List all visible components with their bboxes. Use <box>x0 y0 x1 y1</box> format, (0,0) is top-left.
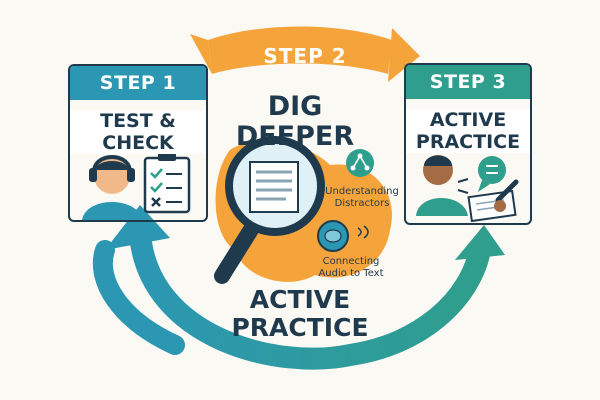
step3-card: STEP 3 ACTIVE PRACTICE <box>404 63 532 225</box>
step3-title-line1: ACTIVE <box>429 109 507 131</box>
step3-title: ACTIVE PRACTICE <box>406 109 530 153</box>
speaking-person-icon <box>416 155 469 216</box>
step1-title: TEST & CHECK <box>70 110 206 154</box>
magnifying-glass-icon <box>214 136 325 284</box>
note-bottom-line2: Audio to Text <box>318 268 384 279</box>
arrowhead-up-left <box>105 205 170 250</box>
bottom-title: ACTIVE PRACTICE <box>210 286 390 342</box>
step1-label: STEP 1 <box>70 66 206 100</box>
cycle-arrow-left <box>92 240 185 355</box>
step1-title-line2: CHECK <box>102 132 174 154</box>
banner-tail <box>190 34 212 74</box>
step2-banner <box>208 26 392 74</box>
writing-hand-icon <box>467 179 519 223</box>
banner-arrowhead <box>388 28 420 82</box>
step1-card: STEP 1 TEST & CHECK <box>68 64 208 222</box>
speech-bubble-icon <box>478 156 506 192</box>
step2-label: STEP 2 <box>263 44 347 68</box>
note-bottom-line1: Connecting <box>322 256 380 267</box>
headphones-person-icon <box>82 155 142 220</box>
arrowhead-up-right <box>455 225 505 260</box>
step1-title-line1: TEST & <box>100 110 176 132</box>
step2-title-line2: DEEPER <box>235 121 355 152</box>
note-connecting-audio: Connecting Audio to Text <box>316 256 386 280</box>
step3-label: STEP 3 <box>406 65 530 99</box>
note-understanding-distractors: Understanding Distractors <box>322 186 402 210</box>
step2-title-line1: DIG <box>267 91 323 122</box>
step3-title-line2: PRACTICE <box>415 131 521 153</box>
step2-title: DIG DEEPER <box>220 92 370 152</box>
checklist-clipboard-icon <box>143 153 191 214</box>
note-top-line2: Distractors <box>334 198 390 209</box>
note-top-line1: Understanding <box>325 186 399 197</box>
cycle-arrow-bottom <box>129 224 491 370</box>
bottom-title-line1: ACTIVE <box>249 285 351 314</box>
bottom-title-line2: PRACTICE <box>231 313 369 342</box>
brain-icon <box>317 220 369 252</box>
network-nodes-icon <box>346 149 374 177</box>
